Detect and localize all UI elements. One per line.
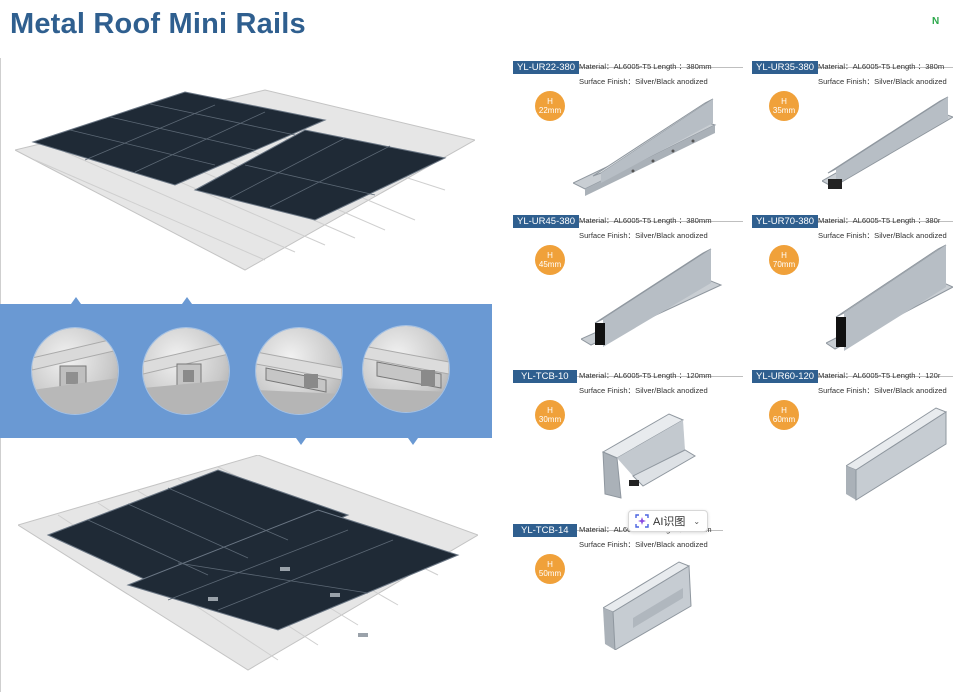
- model-tag: YL-TCB-14: [513, 524, 577, 537]
- height-badge-label: H: [547, 406, 553, 415]
- spec-divider: [752, 67, 953, 68]
- chevron-down-icon: ⌄: [693, 516, 701, 526]
- spec-divider: [752, 221, 953, 222]
- roof-illustration-top: [15, 89, 475, 271]
- spec-surface-finish: Surface Finish：Silver/Black anodized: [579, 386, 708, 395]
- spec-surface-finish: Surface Finish：Silver/Black anodized: [579, 540, 708, 549]
- spec-material-length: Material：AL6005-T5 Length ：120r: [818, 371, 941, 380]
- spec-divider: [752, 376, 953, 377]
- spec-surface-finish: Surface Finish：Silver/Black anodized: [818, 386, 947, 395]
- page-title: Metal Roof Mini Rails: [10, 8, 306, 40]
- spec-material-length: Material：AL6005-T5 Length ：120mm: [579, 371, 712, 380]
- height-badge-label: H: [547, 560, 553, 569]
- model-tag: YL-TCB-10: [513, 370, 577, 383]
- pointer-triangle: [71, 297, 81, 304]
- product-card-2: YL-UR35-380 Material：AL6005-T5 Length ：3…: [752, 61, 953, 211]
- height-badge-label: H: [781, 406, 787, 415]
- height-badge: H 45mm: [535, 245, 565, 275]
- height-badge-label: H: [547, 251, 553, 260]
- spec-divider: [513, 67, 743, 68]
- height-badge: H 35mm: [769, 91, 799, 121]
- spec-material-length: Material：AL6005-T5 Length ：380r: [818, 216, 941, 225]
- height-badge-value: 70mm: [772, 260, 796, 269]
- spec-surface-finish: Surface Finish：Silver/Black anodized: [579, 231, 708, 240]
- spec-material-length: Material：AL6005-T5 Length ：380m: [818, 62, 945, 71]
- product-card-7: YL-TCB-14 Material：AL6005-T5 Length ：120…: [513, 524, 723, 674]
- spec-divider: [513, 530, 723, 531]
- ai-label: AI识图: [653, 516, 686, 528]
- detail-circle-3: [256, 328, 342, 414]
- height-badge: H 22mm: [535, 91, 565, 121]
- spec-material-length: Material：AL6005-T5 Length ：380mm: [579, 216, 712, 225]
- model-tag: YL-UR22-380: [513, 61, 580, 74]
- pointer-triangle: [408, 438, 418, 445]
- height-badge: H 70mm: [769, 245, 799, 275]
- height-badge-value: 22mm: [538, 106, 562, 115]
- brand-logo: N: [932, 16, 940, 27]
- ai-image-recognition-button[interactable]: AI识图 ⌄: [628, 510, 708, 532]
- spec-divider: [513, 376, 743, 377]
- height-badge-value: 30mm: [538, 415, 562, 424]
- product-card-3: YL-UR45-380 Material：AL6005-T5 Length ：3…: [513, 215, 743, 365]
- model-tag: YL-UR45-380: [513, 215, 580, 228]
- height-badge-value: 45mm: [538, 260, 562, 269]
- height-badge-label: H: [547, 97, 553, 106]
- ai-scan-icon: [635, 514, 649, 528]
- model-tag: YL-UR60-120: [752, 370, 819, 383]
- height-badge-value: 60mm: [772, 415, 796, 424]
- spec-divider: [513, 221, 743, 222]
- rail-image: [846, 407, 948, 501]
- rail-image: [573, 98, 717, 196]
- product-card-6: YL-UR60-120 Material：AL6005-T5 Length ：1…: [752, 370, 953, 520]
- spec-surface-finish: Surface Finish：Silver/Black anodized: [818, 231, 947, 240]
- roof-illustration-bottom: [18, 455, 478, 671]
- pointer-triangle: [296, 438, 306, 445]
- rail-image: [601, 413, 696, 499]
- spec-surface-finish: Surface Finish：Silver/Black anodized: [818, 77, 947, 86]
- height-badge-label: H: [781, 97, 787, 106]
- product-card-5: YL-TCB-10 Material：AL6005-T5 Length ：120…: [513, 370, 743, 520]
- product-card-1: YL-UR22-380 Material：AL6005-T5 Length ：3…: [513, 61, 743, 211]
- rail-image: [826, 244, 953, 351]
- rail-image: [581, 248, 723, 347]
- model-tag: YL-UR70-380: [752, 215, 819, 228]
- height-badge-label: H: [781, 251, 787, 260]
- detail-circle-2: [143, 328, 229, 414]
- pointer-triangle: [182, 297, 192, 304]
- spec-material-length: Material：AL6005-T5 Length ：380mm: [579, 62, 712, 71]
- product-card-4: YL-UR70-380 Material：AL6005-T5 Length ：3…: [752, 215, 953, 365]
- detail-circle-1: [32, 328, 118, 414]
- height-badge-value: 35mm: [772, 106, 796, 115]
- spec-surface-finish: Surface Finish：Silver/Black anodized: [579, 77, 708, 86]
- height-badge-value: 50mm: [538, 569, 562, 578]
- height-badge: H 30mm: [535, 400, 565, 430]
- height-badge: H 60mm: [769, 400, 799, 430]
- rail-image: [822, 96, 953, 189]
- detail-circle-4: [363, 326, 449, 412]
- model-tag: YL-UR35-380: [752, 61, 819, 74]
- height-badge: H 50mm: [535, 554, 565, 584]
- rail-image: [603, 561, 692, 650]
